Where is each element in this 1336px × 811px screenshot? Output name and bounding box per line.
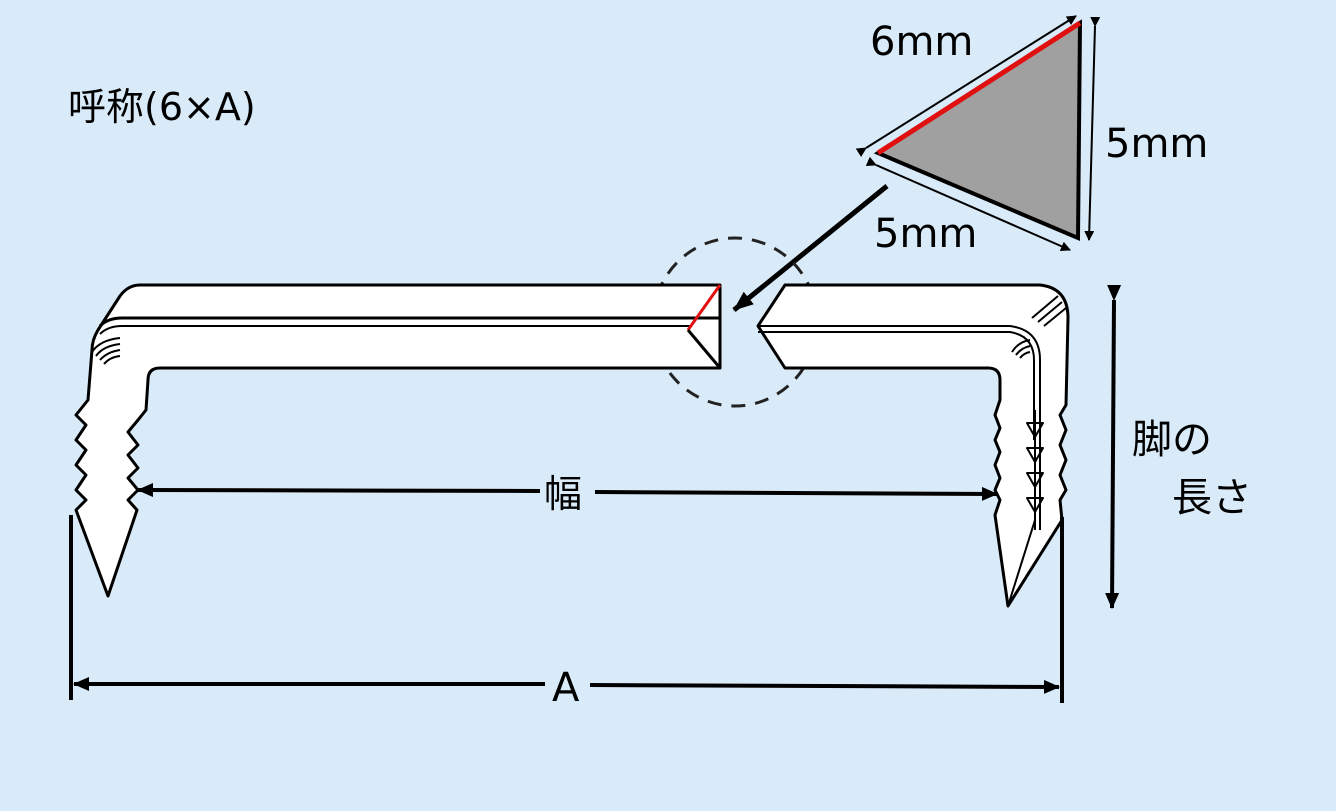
cross-section-side-right: 5mm xyxy=(1105,121,1209,167)
leg-length-label-line1: 脚の xyxy=(1132,417,1212,463)
leg-length-label-line2: 長さ xyxy=(1172,475,1252,521)
cross-section xyxy=(855,15,1101,251)
dim-arrow-bottom xyxy=(865,156,1071,251)
nominal-size-title: 呼称(6×A) xyxy=(68,85,256,129)
width-dim-line-right xyxy=(594,486,998,501)
staple-left xyxy=(74,283,722,598)
dim-arrow-top xyxy=(855,15,1077,158)
a-dim-line-right xyxy=(589,679,1060,694)
cross-section-side-top: 6mm xyxy=(870,19,974,65)
staple-right xyxy=(756,283,1070,608)
cross-section-side-bottom: 5mm xyxy=(874,211,978,257)
dim-arrow-right xyxy=(1084,16,1101,241)
pointer-arrow xyxy=(732,184,889,312)
leg-length-dim xyxy=(1105,284,1122,609)
overall-a-label: A xyxy=(548,668,584,708)
width-label: 幅 xyxy=(540,475,587,513)
width-dim-line xyxy=(137,483,541,498)
